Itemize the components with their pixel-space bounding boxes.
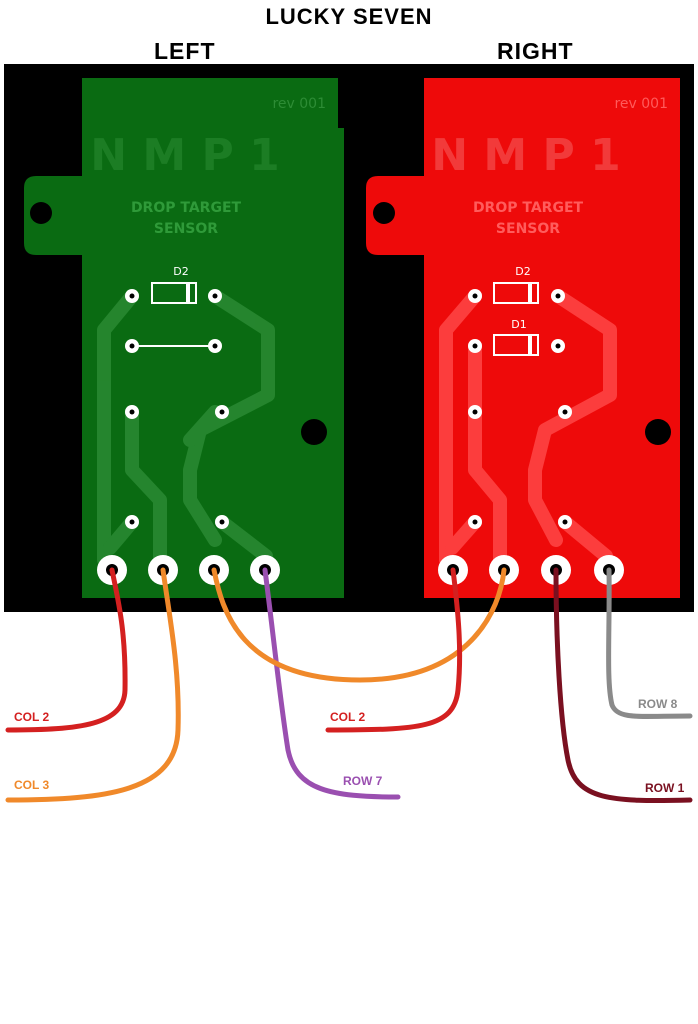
wire-right-col2 — [325, 567, 463, 733]
left-diode-label: D2 — [173, 265, 188, 278]
left-traces — [97, 289, 275, 567]
left-mount-hole-2 — [301, 419, 327, 445]
wires — [5, 567, 693, 804]
left-diode-band — [186, 283, 190, 303]
right-board-name: N M P 1 — [431, 130, 620, 181]
left-revision: rev 001 — [272, 96, 326, 112]
right-diode-bottom-label: D1 — [511, 318, 526, 331]
right-diode-d2-band — [528, 283, 532, 303]
left-pads — [125, 289, 229, 529]
label-right-col2: COL 2 — [330, 710, 365, 724]
right-board: rev 001 N M P 1 DROP TARGET SENSOR D2 D1 — [366, 78, 680, 598]
right-pads — [468, 289, 572, 529]
left-subtitle-1: DROP TARGET — [131, 200, 242, 216]
label-left-col2: COL 2 — [14, 710, 49, 724]
label-right-row8: ROW 8 — [638, 697, 678, 711]
wire-left-col3 — [5, 567, 181, 803]
right-diode-d1-band — [528, 335, 532, 355]
right-mount-hole-2 — [645, 419, 671, 445]
left-diode-d2 — [151, 282, 197, 304]
right-subtitle-1: DROP TARGET — [473, 200, 584, 216]
wire-left-row7 — [262, 567, 401, 800]
right-traces — [439, 289, 617, 567]
right-diode-d2 — [493, 282, 539, 304]
left-board: rev 001 N M P 1 DROP TARGET SENSOR D2 — [24, 78, 344, 598]
right-subtitle-2: SENSOR — [496, 221, 560, 237]
right-revision: rev 001 — [614, 96, 668, 112]
wire-right-row8 — [606, 567, 693, 719]
wire-left-col2 — [5, 567, 128, 733]
right-diode-d1 — [493, 334, 539, 356]
label-right-row1: ROW 1 — [645, 781, 685, 795]
diagram-title: LUCKY SEVEN — [265, 4, 433, 29]
left-mount-hole — [30, 202, 52, 224]
left-board-name: N M P 1 — [90, 130, 279, 181]
right-mount-hole — [373, 202, 395, 224]
right-board-heading: RIGHT — [497, 38, 574, 64]
left-board-heading: LEFT — [154, 38, 216, 64]
label-left-row7: ROW 7 — [343, 774, 383, 788]
label-left-col3: COL 3 — [14, 778, 49, 792]
wire-right-row1 — [553, 567, 693, 804]
left-subtitle-2: SENSOR — [154, 221, 218, 237]
wire-link-col — [211, 567, 507, 683]
right-diode-top-label: D2 — [515, 265, 530, 278]
